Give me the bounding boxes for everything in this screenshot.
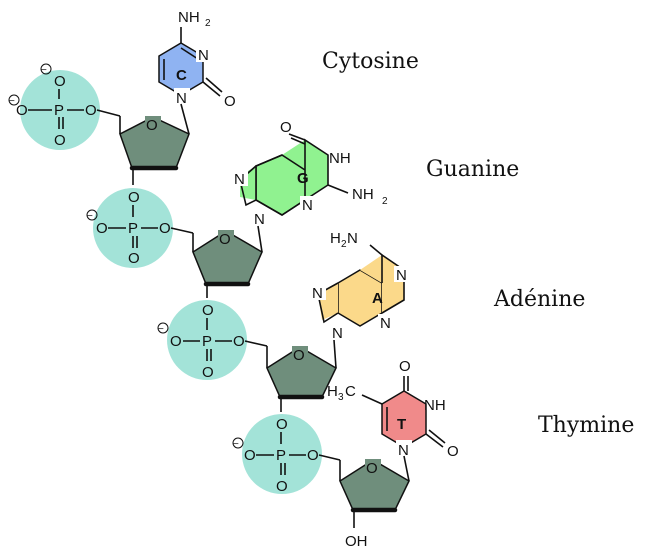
phosphate-2-group: O P O O − O: [86, 168, 194, 267]
svg-text:O: O: [276, 478, 288, 495]
svg-text:C: C: [345, 383, 356, 400]
svg-text:O: O: [128, 250, 140, 267]
svg-text:−: −: [41, 65, 47, 76]
svg-text:O: O: [202, 364, 214, 381]
svg-text:N: N: [398, 442, 409, 459]
svg-text:O: O: [85, 102, 97, 119]
svg-text:N: N: [302, 197, 313, 214]
svg-text:P: P: [202, 333, 212, 350]
svg-text:O: O: [224, 93, 236, 110]
svg-text:O: O: [366, 460, 378, 477]
svg-text:P: P: [54, 102, 64, 119]
svg-text:OH: OH: [345, 533, 368, 549]
phosphate-1-circle: [20, 70, 100, 150]
svg-text:G: G: [297, 170, 309, 187]
svg-text:O: O: [307, 447, 319, 464]
phosphate-2-circle: [93, 188, 173, 268]
phosphate-3-circle: [167, 300, 247, 380]
svg-text:A: A: [372, 290, 383, 307]
svg-text:O: O: [202, 302, 214, 319]
svg-text:2: 2: [205, 18, 211, 29]
svg-text:T: T: [397, 416, 406, 433]
phosphate-1-group: O − P O O − O: [8, 63, 121, 149]
phosphate-4-group: O P O O − O: [232, 397, 341, 495]
svg-text:O: O: [170, 333, 182, 350]
svg-text:N: N: [312, 285, 323, 302]
svg-text:N: N: [380, 315, 391, 332]
svg-text:N: N: [347, 230, 358, 247]
svg-text:N: N: [332, 325, 343, 342]
svg-text:O: O: [233, 333, 245, 350]
svg-text:N: N: [254, 211, 265, 228]
svg-text:N: N: [176, 90, 187, 107]
svg-text:N: N: [396, 267, 407, 284]
svg-text:O: O: [96, 220, 108, 237]
svg-text:H: H: [327, 383, 338, 400]
svg-text:−: −: [158, 324, 164, 335]
svg-text:O: O: [399, 358, 411, 375]
svg-text:O: O: [128, 189, 140, 206]
svg-text:−: −: [9, 96, 15, 107]
svg-text:P: P: [128, 220, 138, 237]
svg-text:NH: NH: [424, 397, 446, 414]
svg-text:O: O: [293, 347, 305, 364]
guanine-base: G N N O NH N NH 2: [232, 119, 388, 253]
svg-text:O: O: [244, 447, 256, 464]
adenine-base: A N N N N H 2 N: [310, 230, 410, 369]
svg-text:2: 2: [382, 196, 388, 207]
svg-text:NH: NH: [352, 186, 374, 203]
svg-text:O: O: [276, 416, 288, 433]
svg-text:P: P: [276, 447, 286, 464]
svg-text:2: 2: [341, 239, 347, 250]
svg-text:O: O: [54, 73, 66, 90]
label-thymine: Thymine: [538, 413, 634, 438]
svg-text:−: −: [233, 439, 239, 450]
phosphate-3-group: O P O O − O: [157, 284, 268, 381]
svg-text:O: O: [16, 102, 28, 119]
svg-text:C: C: [176, 67, 187, 84]
svg-text:O: O: [280, 119, 292, 136]
svg-text:−: −: [87, 211, 93, 222]
svg-text:NH: NH: [178, 9, 200, 26]
cytosine-base: C N N NH 2 O: [158, 9, 236, 135]
svg-text:O: O: [54, 132, 66, 149]
svg-text:O: O: [146, 117, 158, 134]
phosphate-4-circle: [242, 414, 322, 494]
svg-text:H: H: [330, 230, 341, 247]
svg-text:N: N: [198, 47, 209, 64]
label-cytosine: Cytosine: [322, 49, 419, 74]
svg-text:3: 3: [338, 392, 344, 403]
label-adenine: Adénine: [493, 287, 585, 312]
label-guanine: Guanine: [426, 157, 519, 182]
svg-text:NH: NH: [329, 150, 351, 167]
svg-text:O: O: [159, 220, 171, 237]
svg-text:O: O: [219, 231, 231, 248]
svg-text:O: O: [447, 443, 459, 460]
thymine-base: T N O NH O H 3 C: [327, 358, 459, 482]
svg-text:N: N: [234, 171, 245, 188]
